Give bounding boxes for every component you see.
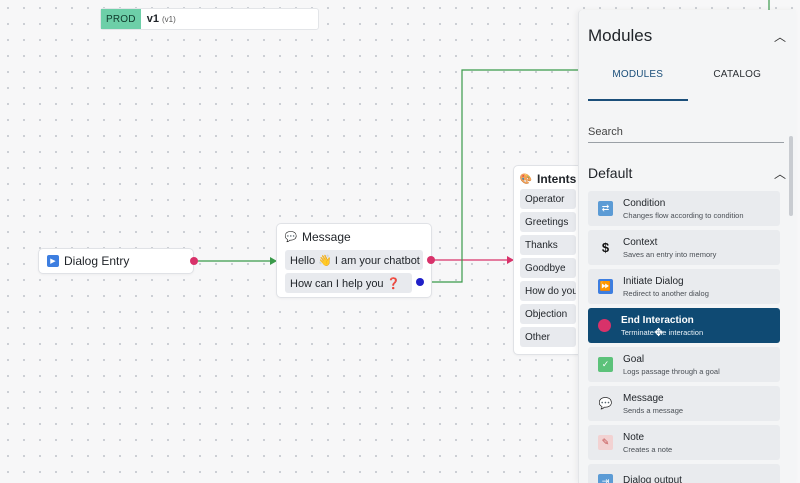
module-desc: Logs passage through a goal <box>623 366 720 376</box>
version-bar[interactable]: PROD v1 (v1) <box>100 8 319 30</box>
intent-row-thanks[interactable]: Thanks <box>520 235 576 255</box>
dialog-entry-title: Dialog Entry <box>64 254 130 268</box>
module-name: Goal <box>623 353 645 365</box>
message-line[interactable]: Hello 👋 I am your chatbot 🤖... <box>285 250 423 270</box>
speech-bubble-icon: 💬 <box>598 398 613 410</box>
shuffle-icon: ⇄ <box>598 201 613 216</box>
message-title: Message <box>302 230 351 244</box>
fast-forward-icon: ⏩ <box>598 279 613 294</box>
intent-row-how-do-you[interactable]: How do you <box>520 281 576 301</box>
play-icon: ▶ <box>47 255 59 267</box>
dollar-icon: $ <box>601 240 610 255</box>
module-name: End Interaction <box>621 314 694 326</box>
intent-row-other[interactable]: Other <box>520 327 576 347</box>
modules-panel: Modules ︿ MODULES CATALOG Default ︿ ⇄ Co… <box>578 10 796 483</box>
message-line[interactable]: How can I help you ❓ <box>285 273 412 293</box>
module-name: Message <box>623 392 664 404</box>
check-box-icon: ✓ <box>598 357 613 372</box>
panel-title: Modules <box>588 26 653 45</box>
module-dialog-output[interactable]: ⇥ Dialog output <box>588 464 780 483</box>
module-name: Condition <box>623 197 666 209</box>
section-title: Default <box>588 165 633 181</box>
intent-row-goodbye[interactable]: Goodbye <box>520 258 576 278</box>
tab-catalog[interactable]: CATALOG <box>713 69 762 80</box>
module-desc: Creates a note <box>623 444 673 454</box>
entry-output-port[interactable] <box>190 257 198 265</box>
module-name: Initiate Dialog <box>623 275 684 287</box>
message-output-port-1[interactable] <box>427 256 435 264</box>
message-node[interactable]: 💬 Message Hello 👋 I am your chatbot 🤖...… <box>276 223 432 298</box>
module-desc: Sends a message <box>623 405 684 415</box>
intents-node[interactable]: 🎨 Intents Operator Greetings Thanks Good… <box>513 165 583 355</box>
move-cursor-icon: ✥ <box>654 327 664 339</box>
dialog-entry-node[interactable]: ▶ Dialog Entry <box>38 248 194 274</box>
red-circle-icon <box>598 319 611 332</box>
section-header-default[interactable]: Default ︿ <box>579 162 796 184</box>
intents-title: Intents <box>537 172 577 186</box>
module-desc: Terminate the interaction <box>621 327 704 337</box>
chevron-up-icon[interactable]: ︿ <box>773 29 786 44</box>
module-desc: Saves an entry into memory <box>623 249 717 259</box>
module-name: Note <box>623 431 645 443</box>
version-name: v1 <box>146 13 159 25</box>
search-input[interactable] <box>588 121 784 143</box>
environment-badge: PROD <box>101 9 141 29</box>
intent-row-objection[interactable]: Objection <box>520 304 576 324</box>
tab-modules[interactable]: MODULES <box>588 67 688 101</box>
module-desc: Redirect to another dialog <box>623 288 709 298</box>
module-name: Context <box>623 236 658 248</box>
module-desc: Changes flow according to condition <box>623 210 744 220</box>
panel-tabs: MODULES CATALOG <box>579 67 796 101</box>
intent-row-operator[interactable]: Operator <box>520 189 576 209</box>
palette-icon: 🎨 <box>519 173 533 185</box>
intent-row-greetings[interactable]: Greetings <box>520 212 576 232</box>
note-icon: ✎ <box>598 435 613 450</box>
version-tag: (v1) <box>161 14 176 24</box>
message-output-port-2[interactable] <box>416 278 424 286</box>
module-name: Dialog output <box>623 475 682 483</box>
chevron-up-icon[interactable]: ︿ <box>773 166 786 181</box>
panel-scrollbar[interactable] <box>789 136 793 216</box>
output-icon: ⇥ <box>598 474 613 483</box>
speech-bubble-icon: 💬 <box>284 231 298 243</box>
